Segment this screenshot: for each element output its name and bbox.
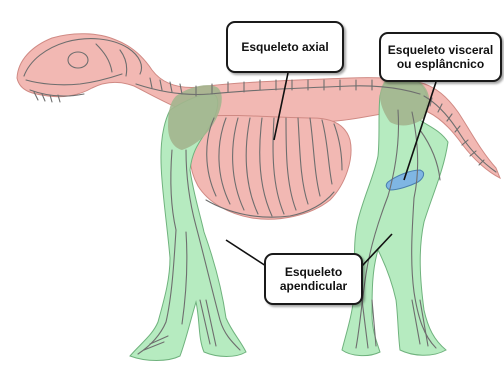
- visceral-skeleton-label-line2: ou esplâncnico: [397, 57, 484, 71]
- appendicular-skeleton-label: Esqueleto apendicular: [264, 253, 363, 305]
- appendicular-skeleton-label-line2: apendicular: [280, 279, 347, 293]
- axial-skeleton-label: Esqueleto axial: [226, 21, 344, 73]
- visceral-skeleton-label-line1: Esqueleto visceral: [388, 43, 493, 57]
- visceral-skeleton-label: Esqueleto visceral ou esplâncnico: [379, 32, 502, 82]
- pelvis-region: [380, 76, 429, 125]
- axial-skeleton-label-text: Esqueleto axial: [241, 40, 328, 54]
- ribcage-region: [190, 115, 351, 219]
- front-limb-pointer-line: [226, 240, 266, 266]
- appendicular-skeleton-label-line1: Esqueleto: [285, 265, 342, 279]
